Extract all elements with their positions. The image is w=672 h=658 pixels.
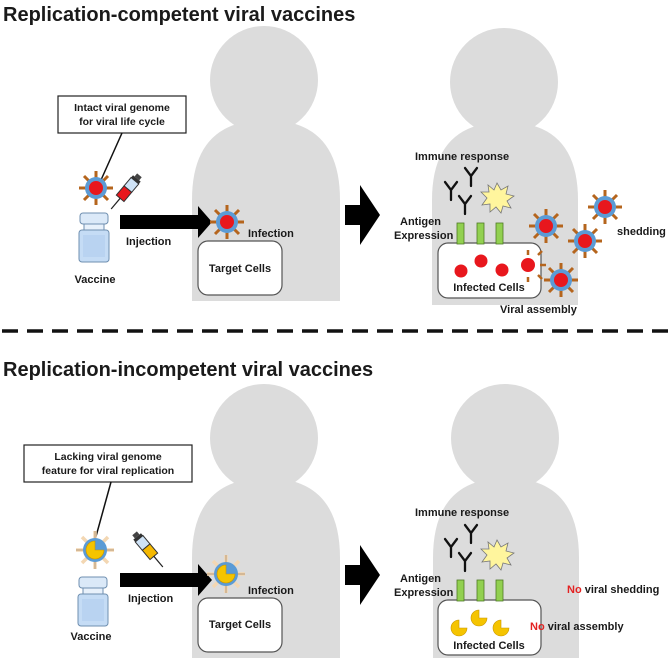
infected-cells-label: Infected Cells <box>453 282 525 294</box>
vaccine-label: Vaccine <box>71 631 112 643</box>
expression-label: Expression <box>394 587 454 599</box>
progression-arrow <box>345 545 380 605</box>
immune-response-label: Immune response <box>415 151 509 163</box>
shed-virus-icon <box>566 222 604 260</box>
injection-label: Injection <box>128 593 174 605</box>
svg-text:for viral life cycle: for viral life cycle <box>79 116 165 128</box>
infection-label: Infection <box>248 228 294 240</box>
viral-assembly-label: Viral assembly <box>500 304 578 316</box>
section-replication-competent: Replication-competent viral vaccines Int… <box>3 4 666 316</box>
section-title-competent: Replication-competent viral vaccines <box>3 4 355 26</box>
section-title-incompetent: Replication-incompetent viral vaccines <box>3 359 373 381</box>
antigen-label: Antigen <box>400 573 441 585</box>
svg-text:feature for viral replication: feature for viral replication <box>42 465 174 477</box>
infected-cells-box <box>437 242 542 299</box>
shed-virus-icon <box>527 207 565 245</box>
target-cells-box <box>197 597 283 653</box>
target-cells-label: Target Cells <box>209 619 271 631</box>
infecting-virus-icon <box>208 203 246 241</box>
injection-label: Injection <box>126 236 172 248</box>
progression-arrow <box>345 185 380 245</box>
vaccine-virus-icon <box>77 169 115 207</box>
no-viral-assembly-label: No viral assembly <box>530 621 624 633</box>
vaccine-virus-icon <box>74 529 116 571</box>
budding-virus-icon <box>518 250 546 282</box>
vaccine-vial-icon <box>78 212 110 263</box>
antigen-bars <box>456 222 504 245</box>
infected-cells-label: Infected Cells <box>453 640 525 652</box>
viral-genomes <box>454 254 509 278</box>
shed-virus-icon <box>542 261 580 299</box>
antigen-label: Antigen <box>400 216 441 228</box>
no-viral-shedding-label: No viral shedding <box>567 584 659 596</box>
infection-label: Infection <box>248 585 294 597</box>
infected-cells-box <box>437 599 542 656</box>
target-cells-box <box>197 240 283 296</box>
shed-virus-icon <box>586 188 624 226</box>
section-replication-incompetent: Replication-incompetent viral vaccines L… <box>3 359 659 658</box>
injection-arrow <box>120 564 212 596</box>
immune-response-label: Immune response <box>415 507 509 519</box>
svg-text:Intact viral genome: Intact viral genome <box>74 102 170 114</box>
genome-callout: Intact viral genome for viral life cycle <box>57 95 187 181</box>
vaccine-label: Vaccine <box>75 274 116 286</box>
injection-arrow <box>120 206 212 238</box>
vaccine-vial-icon <box>77 576 109 627</box>
expression-label: Expression <box>394 230 454 242</box>
antigen-bars <box>456 579 504 602</box>
svg-text:Lacking viral genome: Lacking viral genome <box>54 451 162 463</box>
syringe-icon <box>110 173 142 210</box>
target-cells-label: Target Cells <box>209 263 271 275</box>
syringe-icon <box>132 531 164 568</box>
shedding-label: shedding <box>617 226 666 238</box>
genome-callout: Lacking viral genome feature for viral r… <box>23 444 193 541</box>
